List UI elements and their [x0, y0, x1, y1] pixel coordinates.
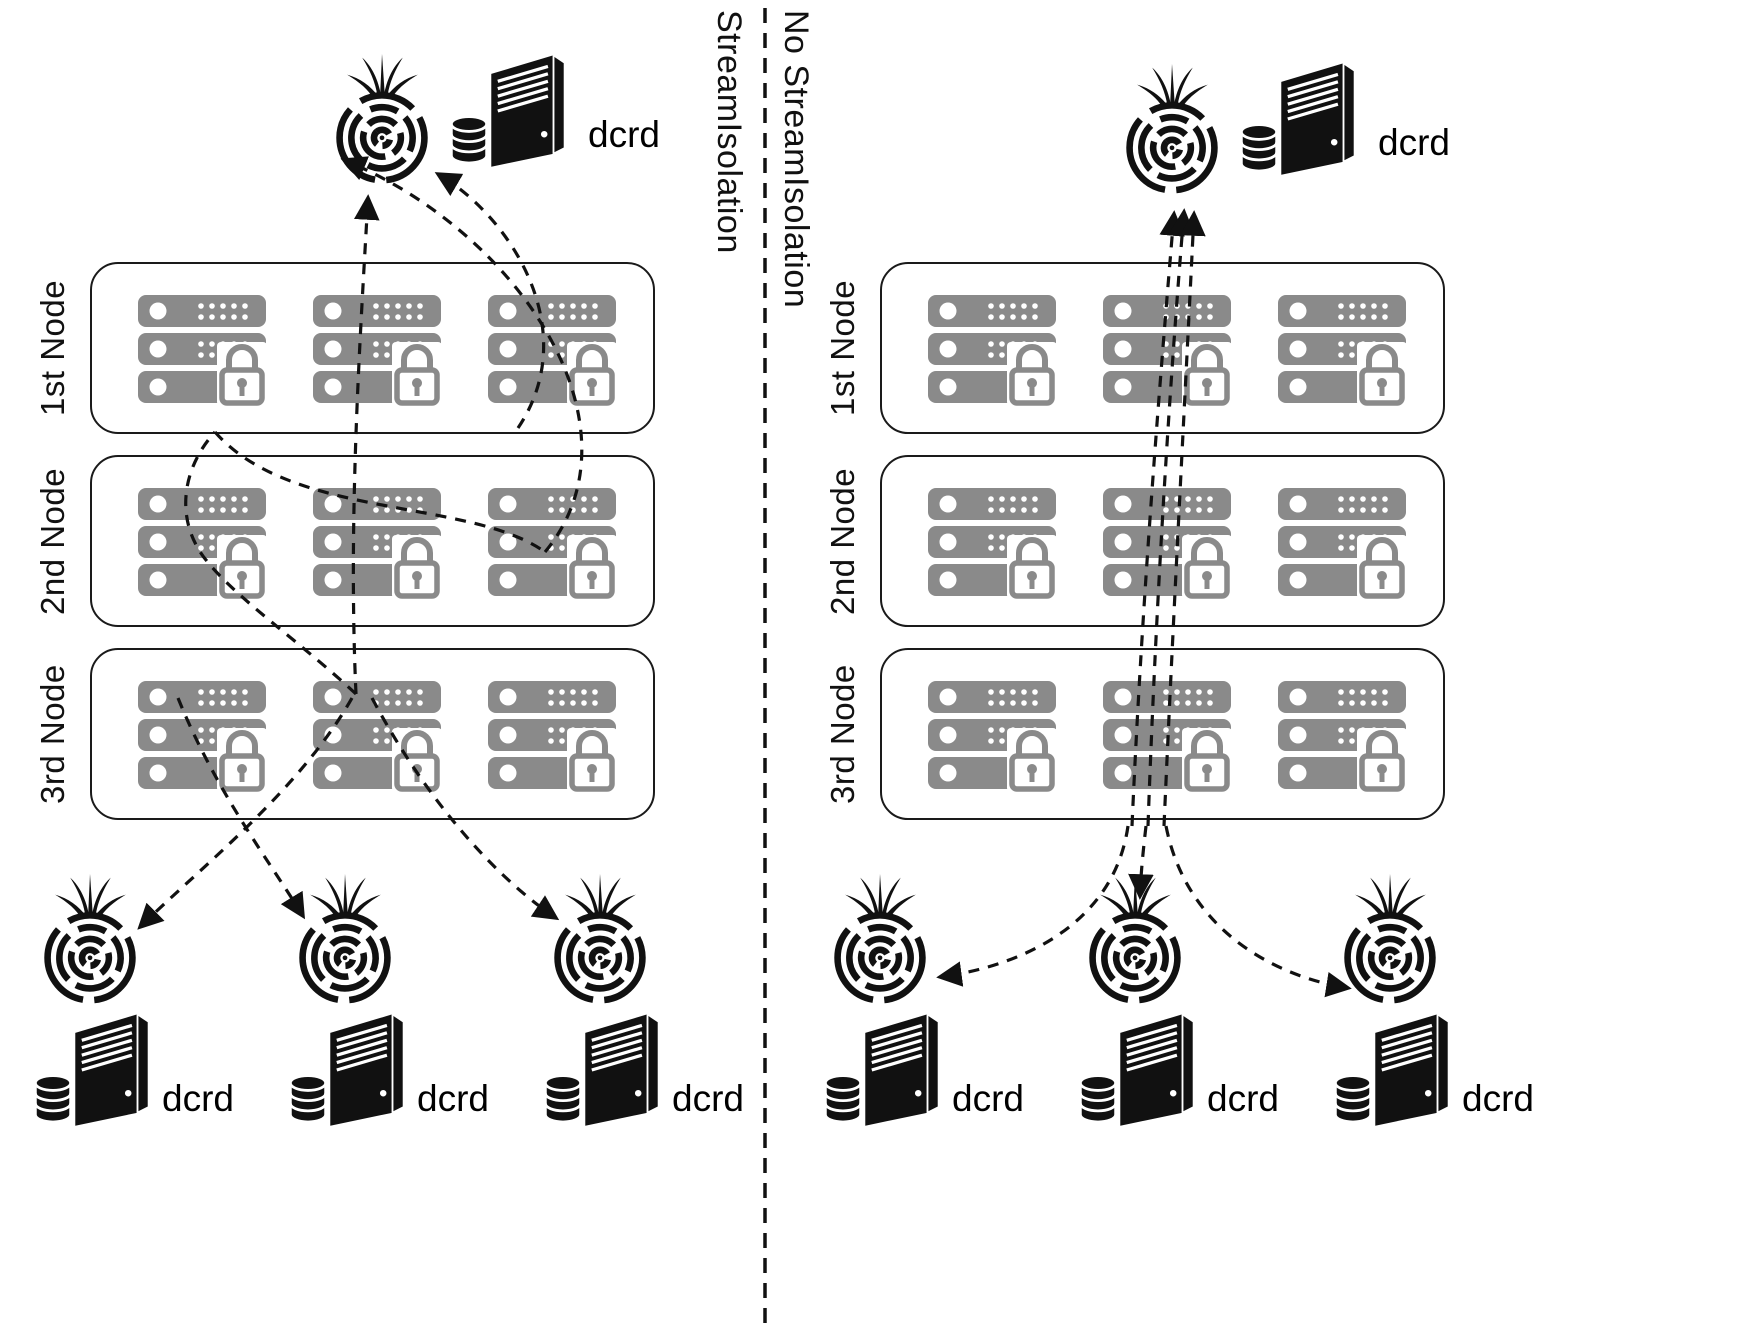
caption-no-stream-isolation: No StreamIsolation: [777, 10, 815, 309]
locked-server-rack-icon: [312, 680, 442, 792]
node-group-2nd: [880, 455, 1445, 627]
panel-stream-isolation: dcrd 1st Node 2nd Node 3rd Node dcrd dcr…: [0, 0, 765, 1338]
dcrd-server-icon: [1322, 1005, 1462, 1135]
locked-server-rack-icon: [487, 487, 617, 599]
dcrd-label: dcrd: [1462, 1078, 1534, 1119]
dcrd-server-icon: [532, 1005, 672, 1135]
node-label-1st: 1st Node: [34, 279, 71, 417]
dcrd-label: dcrd: [417, 1078, 489, 1119]
node-label-1st: 1st Node: [824, 279, 861, 417]
locked-server-rack-icon: [927, 487, 1057, 599]
dcrd-server-icon: [438, 46, 578, 176]
tor-onion-icon: [828, 872, 932, 1004]
node-label-2nd: 2nd Node: [824, 467, 861, 615]
dcrd-server-icon: [277, 1005, 417, 1135]
dcrd-label: dcrd: [1378, 122, 1450, 163]
node-group-3rd: [90, 648, 655, 820]
node-group-1st: [90, 262, 655, 434]
tor-onion-icon: [1120, 62, 1224, 194]
node-group-1st: [880, 262, 1445, 434]
node-label-2nd: 2nd Node: [34, 467, 71, 615]
panel-no-stream-isolation: dcrd 1st Node 2nd Node 3rd Node dcrd dcr…: [790, 0, 1755, 1338]
locked-server-rack-icon: [1277, 680, 1407, 792]
tor-onion-icon: [1338, 872, 1442, 1004]
locked-server-rack-icon: [1102, 294, 1232, 406]
dcrd-server-icon: [1067, 1005, 1207, 1135]
dcrd-label: dcrd: [672, 1078, 744, 1119]
locked-server-rack-icon: [487, 680, 617, 792]
locked-server-rack-icon: [927, 294, 1057, 406]
caption-stream-isolation: StreamIsolation: [710, 10, 748, 254]
dcrd-label: dcrd: [1207, 1078, 1279, 1119]
dcrd-server-icon: [22, 1005, 162, 1135]
tor-onion-icon: [293, 872, 397, 1004]
dcrd-label: dcrd: [162, 1078, 234, 1119]
dcrd-label: dcrd: [952, 1078, 1024, 1119]
locked-server-rack-icon: [137, 680, 267, 792]
dcrd-label: dcrd: [588, 114, 660, 155]
locked-server-rack-icon: [137, 294, 267, 406]
node-label-3rd: 3rd Node: [824, 664, 861, 804]
locked-server-rack-icon: [312, 487, 442, 599]
locked-server-rack-icon: [137, 487, 267, 599]
dcrd-server-icon: [1228, 54, 1368, 184]
locked-server-rack-icon: [1102, 487, 1232, 599]
locked-server-rack-icon: [312, 294, 442, 406]
locked-server-rack-icon: [1277, 487, 1407, 599]
locked-server-rack-icon: [927, 680, 1057, 792]
node-label-3rd: 3rd Node: [34, 664, 71, 804]
node-group-2nd: [90, 455, 655, 627]
tor-onion-icon: [1083, 872, 1187, 1004]
locked-server-rack-icon: [1277, 294, 1407, 406]
locked-server-rack-icon: [1102, 680, 1232, 792]
node-group-3rd: [880, 648, 1445, 820]
dcrd-server-icon: [812, 1005, 952, 1135]
tor-onion-icon: [548, 872, 652, 1004]
tor-onion-icon: [38, 872, 142, 1004]
tor-onion-icon: [330, 52, 434, 184]
locked-server-rack-icon: [487, 294, 617, 406]
